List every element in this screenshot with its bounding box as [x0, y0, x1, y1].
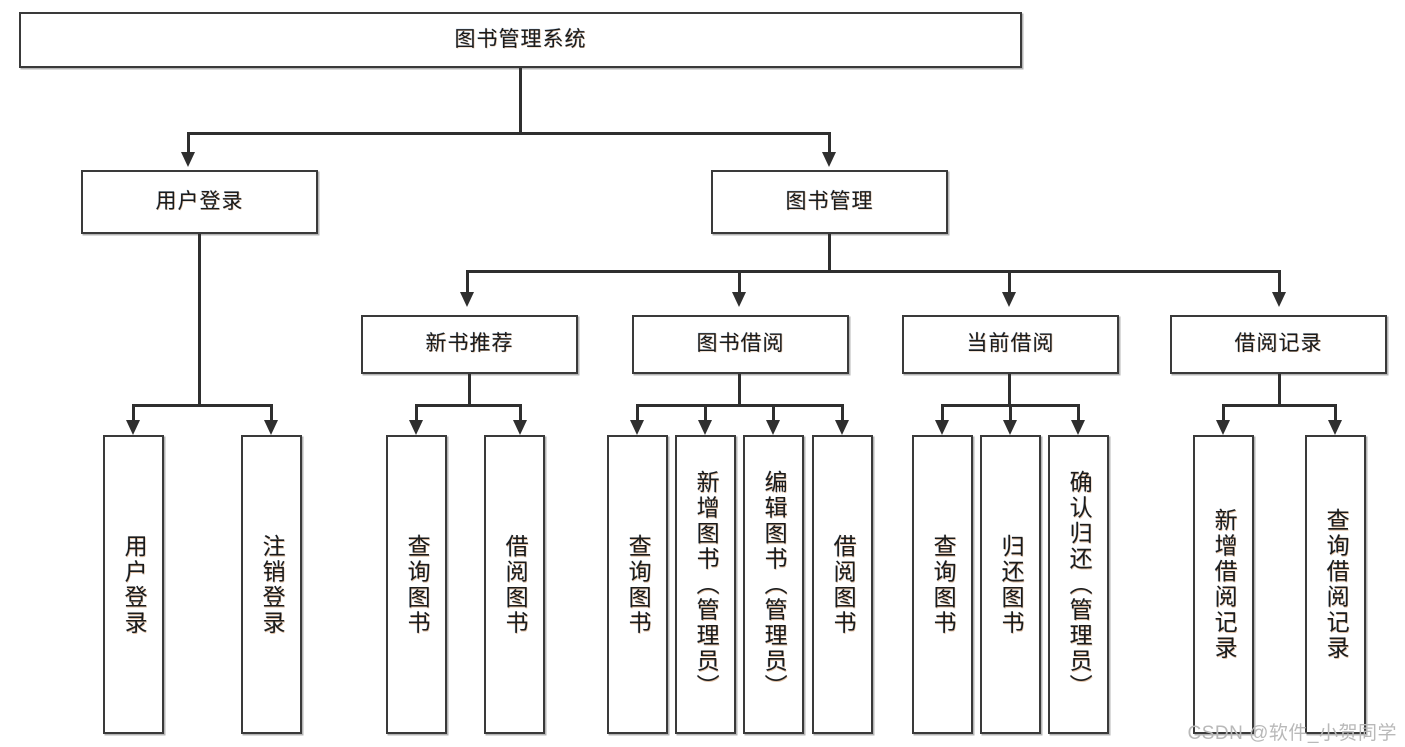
connector-new-book-rec-bus — [415, 404, 521, 407]
leaf-borrow-book-1[interactable]: 借阅图书 — [484, 435, 545, 734]
connector-root-stem — [519, 68, 522, 134]
connector-book-manage-bus — [466, 270, 1280, 273]
leaf-add-book-label: 新增图书（管理员） — [693, 469, 720, 700]
node-book-manage[interactable]: 图书管理 — [711, 170, 948, 234]
leaf-query-book-3-label: 查询图书 — [930, 533, 957, 636]
connector-book-manage-drop-2 — [738, 270, 741, 294]
leaf-user-login[interactable]: 用户登录 — [103, 435, 164, 734]
node-book-borrow-label: 图书借阅 — [696, 332, 785, 356]
node-new-book-rec-label: 新书推荐 — [425, 332, 514, 356]
leaf-confirm-return[interactable]: 确认归还（管理员） — [1048, 435, 1109, 734]
connector-root-to-user-login — [187, 132, 190, 154]
arrow-book-manage-child-3 — [1002, 292, 1016, 307]
connector-user-login-drop-1 — [132, 404, 135, 422]
connector-book-borrow-drop-4 — [841, 404, 844, 422]
node-book-manage-label: 图书管理 — [785, 189, 874, 213]
connector-current-borrow-drop-1 — [941, 404, 944, 422]
connector-new-book-rec-drop-2 — [519, 404, 522, 422]
connector-book-borrow-drop-2 — [704, 404, 707, 422]
leaf-add-book[interactable]: 新增图书（管理员） — [675, 435, 736, 734]
arrow-book-borrow-leaf-1 — [630, 420, 644, 435]
arrow-user-login-leaf-2 — [264, 420, 278, 435]
connector-current-borrow-drop-2 — [1009, 404, 1012, 422]
arrow-book-manage-child-4 — [1272, 292, 1286, 307]
node-root[interactable]: 图书管理系统 — [19, 12, 1022, 68]
arrow-borrow-record-leaf-2 — [1328, 420, 1342, 435]
connector-borrow-record-drop-2 — [1334, 404, 1337, 422]
arrow-new-book-rec-leaf-2 — [513, 420, 527, 435]
leaf-query-record[interactable]: 查询借阅记录 — [1305, 435, 1366, 734]
node-new-book-rec[interactable]: 新书推荐 — [361, 315, 578, 374]
connector-borrow-record-bus — [1222, 404, 1334, 407]
leaf-query-record-label: 查询借阅记录 — [1323, 508, 1350, 661]
connector-book-borrow-stem — [738, 374, 741, 406]
node-user-login-label: 用户登录 — [155, 189, 244, 213]
leaf-query-book-1[interactable]: 查询图书 — [386, 435, 447, 734]
connector-user-login-bus — [132, 404, 272, 407]
node-root-label: 图书管理系统 — [454, 27, 587, 51]
connector-user-login-drop-2 — [270, 404, 273, 422]
leaf-query-book-3[interactable]: 查询图书 — [912, 435, 973, 734]
leaf-borrow-book-1-label: 借阅图书 — [502, 533, 529, 636]
connector-book-manage-drop-1 — [466, 270, 469, 294]
leaf-edit-book-label: 编辑图书（管理员） — [761, 469, 788, 700]
leaf-user-login-label: 用户登录 — [121, 533, 148, 636]
leaf-query-book-1-label: 查询图书 — [404, 533, 431, 636]
connector-new-book-rec-stem — [468, 374, 471, 406]
node-current-borrow-label: 当前借阅 — [966, 332, 1055, 356]
leaf-query-book-2[interactable]: 查询图书 — [607, 435, 668, 734]
connector-new-book-rec-drop-1 — [415, 404, 418, 422]
leaf-user-logout-label: 注销登录 — [259, 533, 286, 636]
connector-book-borrow-drop-3 — [772, 404, 775, 422]
node-user-login[interactable]: 用户登录 — [81, 170, 318, 234]
arrow-book-borrow-leaf-4 — [835, 420, 849, 435]
leaf-user-logout[interactable]: 注销登录 — [241, 435, 302, 734]
leaf-query-book-2-label: 查询图书 — [625, 533, 652, 636]
leaf-edit-book[interactable]: 编辑图书（管理员） — [743, 435, 804, 734]
arrow-borrow-record-leaf-1 — [1216, 420, 1230, 435]
connector-current-borrow-drop-3 — [1077, 404, 1080, 422]
connector-book-borrow-drop-1 — [636, 404, 639, 422]
leaf-return-book-label: 归还图书 — [998, 533, 1025, 636]
node-current-borrow[interactable]: 当前借阅 — [902, 315, 1119, 374]
connector-root-bus — [187, 132, 831, 135]
arrow-book-borrow-leaf-3 — [766, 420, 780, 435]
node-borrow-record-label: 借阅记录 — [1234, 332, 1323, 356]
leaf-add-record[interactable]: 新增借阅记录 — [1193, 435, 1254, 734]
arrow-user-login-leaf-1 — [126, 420, 140, 435]
leaf-add-record-label: 新增借阅记录 — [1211, 508, 1238, 661]
node-borrow-record[interactable]: 借阅记录 — [1170, 315, 1387, 374]
connector-user-login-stem — [198, 234, 201, 406]
leaf-borrow-book-2-label: 借阅图书 — [830, 533, 857, 636]
leaf-borrow-book-2[interactable]: 借阅图书 — [812, 435, 873, 734]
leaf-return-book[interactable]: 归还图书 — [980, 435, 1041, 734]
connector-book-borrow-bus — [636, 404, 844, 407]
arrow-book-manage-child-2 — [732, 292, 746, 307]
node-book-borrow[interactable]: 图书借阅 — [632, 315, 849, 374]
arrow-root-to-book-manage — [822, 152, 836, 167]
connector-book-manage-stem — [828, 234, 831, 272]
arrow-book-manage-child-1 — [460, 292, 474, 307]
connector-borrow-record-stem — [1278, 374, 1281, 406]
connector-book-manage-drop-4 — [1278, 270, 1281, 294]
arrow-current-borrow-leaf-3 — [1071, 420, 1085, 435]
connector-current-borrow-stem — [1008, 374, 1011, 406]
arrow-current-borrow-leaf-1 — [935, 420, 949, 435]
arrow-book-borrow-leaf-2 — [698, 420, 712, 435]
arrow-new-book-rec-leaf-1 — [409, 420, 423, 435]
connector-borrow-record-drop-1 — [1222, 404, 1225, 422]
connector-book-manage-drop-3 — [1008, 270, 1011, 294]
csdn-watermark: CSDN @软件_小贺同学 — [1187, 723, 1397, 744]
leaf-confirm-return-label: 确认归还（管理员） — [1066, 469, 1093, 700]
arrow-current-borrow-leaf-2 — [1003, 420, 1017, 435]
arrow-root-to-user-login — [181, 152, 195, 167]
connector-root-to-book-manage — [828, 132, 831, 154]
